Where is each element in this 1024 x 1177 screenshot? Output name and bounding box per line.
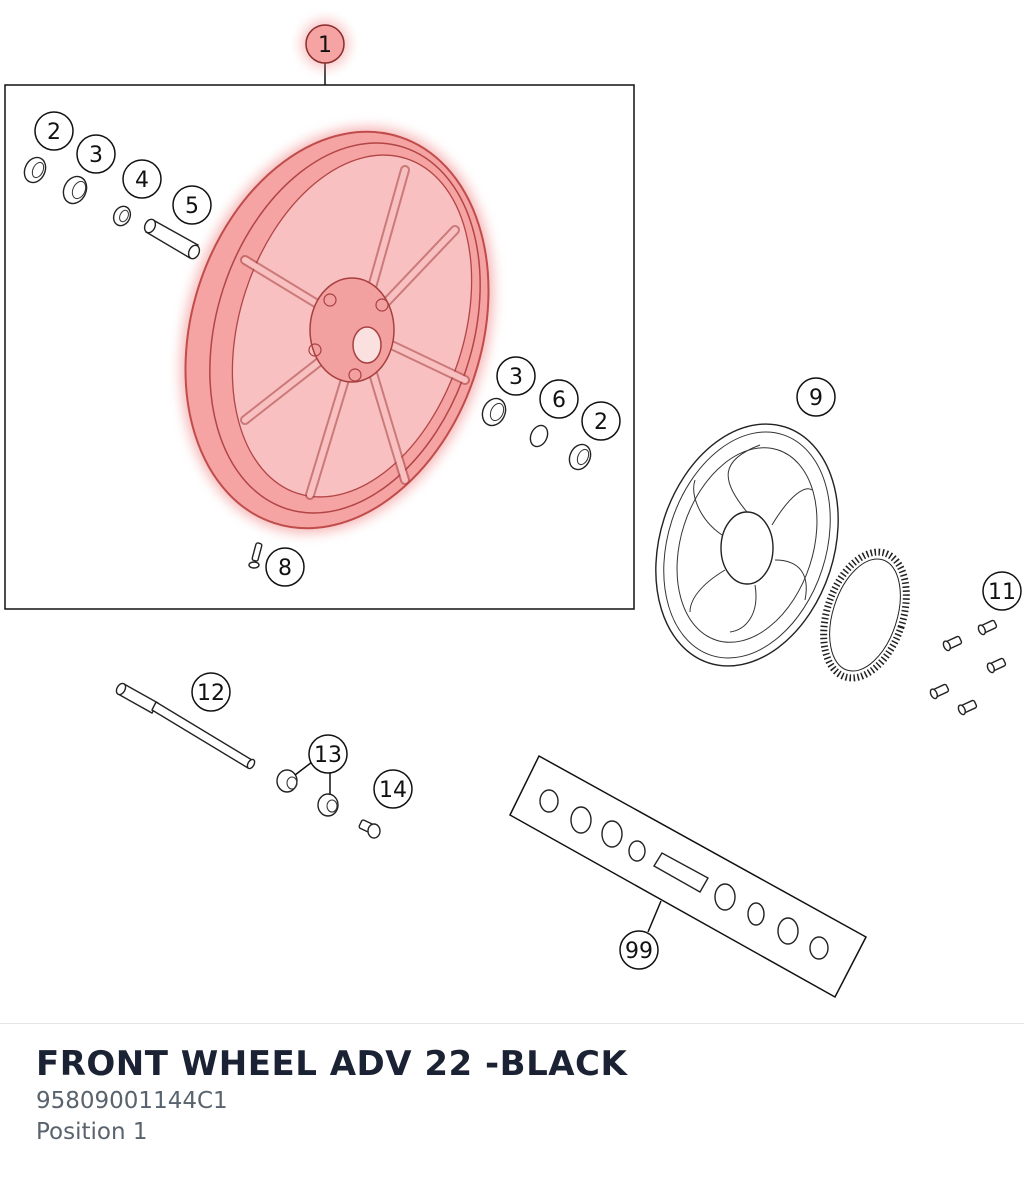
callout-2[interactable]: 2 xyxy=(34,111,74,151)
section-divider xyxy=(0,1023,1024,1024)
spacer-part[interactable] xyxy=(276,769,339,817)
callout-label: 1 xyxy=(318,33,332,58)
callout-label: 5 xyxy=(185,194,199,219)
wheel-assembly-frame xyxy=(4,84,635,610)
bearing-part-right[interactable] xyxy=(478,395,510,430)
callout-11[interactable]: 11 xyxy=(982,571,1022,611)
part-number: 95809001144C1 xyxy=(36,1088,228,1114)
part-position: Position 1 xyxy=(36,1119,148,1145)
callout-13[interactable]: 13 xyxy=(308,734,348,774)
callout-6[interactable]: 6 xyxy=(539,379,579,419)
callout-label: 2 xyxy=(594,410,608,435)
callout-label: 13 xyxy=(314,743,342,768)
callout-8[interactable]: 8 xyxy=(265,547,305,587)
callout-2-right[interactable]: 2 xyxy=(581,401,621,441)
callout-label: 2 xyxy=(47,120,61,145)
screw-set-part[interactable] xyxy=(929,619,1007,716)
abs-tone-ring-part[interactable] xyxy=(809,541,921,688)
valve-part[interactable] xyxy=(248,542,263,569)
callout-3-right[interactable]: 3 xyxy=(496,356,536,396)
callout-9[interactable]: 9 xyxy=(796,377,836,417)
callout-label: 14 xyxy=(379,778,407,803)
callout-14[interactable]: 14 xyxy=(373,769,413,809)
callout-1[interactable]: 1 xyxy=(301,20,349,68)
wheel-spindle-part[interactable] xyxy=(115,682,257,770)
callout-label: 8 xyxy=(278,556,292,581)
brake-disc-part[interactable] xyxy=(626,400,868,690)
callout-3[interactable]: 3 xyxy=(76,134,116,174)
spacer-ring-part[interactable] xyxy=(111,204,134,229)
bearing-part[interactable] xyxy=(59,173,91,208)
callout-label: 99 xyxy=(625,939,653,964)
distance-sleeve-part[interactable] xyxy=(143,218,202,261)
callout-12[interactable]: 12 xyxy=(191,672,231,712)
callout-label: 6 xyxy=(552,388,566,413)
seal-ring-part[interactable] xyxy=(20,154,49,186)
callout-label: 3 xyxy=(89,143,103,168)
callout-4[interactable]: 4 xyxy=(122,159,162,199)
part-title: FRONT WHEEL ADV 22 -BLACK xyxy=(36,1044,628,1084)
front-wheel-part[interactable] xyxy=(130,86,544,574)
part-info-panel: FRONT WHEEL ADV 22 -BLACK 95809001144C1 … xyxy=(36,1042,627,1148)
seal-ring-part-right[interactable] xyxy=(565,441,594,473)
callout-label: 9 xyxy=(809,386,823,411)
bearing-kit-part[interactable] xyxy=(509,754,868,999)
callout-5[interactable]: 5 xyxy=(172,185,212,225)
callout-label: 4 xyxy=(135,168,149,193)
callout-label: 11 xyxy=(988,580,1016,605)
collar-screw-part[interactable] xyxy=(358,819,381,839)
exploded-parts-diagram: 1 2 3 4 5 3 6 2 8 9 11 12 13 14 99 xyxy=(4,20,1022,999)
circlip-part[interactable] xyxy=(527,423,551,450)
callout-label: 3 xyxy=(509,365,523,390)
callout-99[interactable]: 99 xyxy=(619,930,659,970)
callout-label: 12 xyxy=(197,681,225,706)
